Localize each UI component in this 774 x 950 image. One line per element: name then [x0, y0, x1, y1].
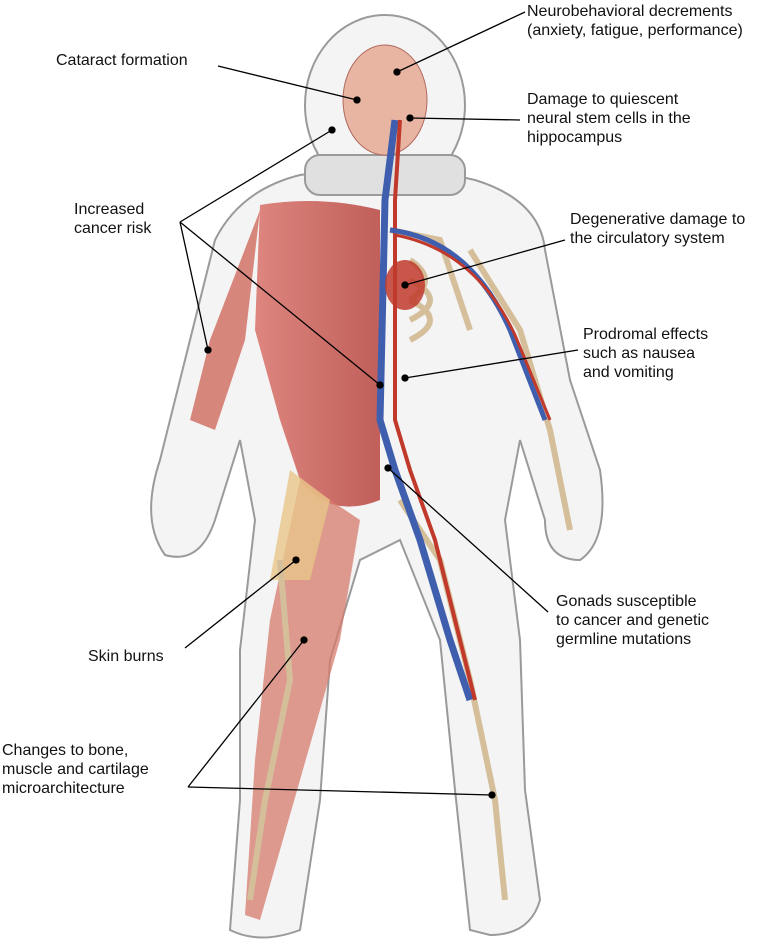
artery	[393, 119, 477, 701]
leader-lines	[179, 11, 579, 799]
label-cataract: Cataract formation	[56, 52, 188, 69]
label-gonads: Gonads susceptible to cancer and genetic…	[556, 593, 709, 648]
leg-muscles	[245, 480, 360, 920]
skin-burn-area	[270, 470, 330, 580]
label-prodromal: Prodromal effects such as nausea and vom…	[583, 326, 709, 381]
head	[342, 44, 428, 156]
label-bone-muscle: Changes to bone, muscle and cartilage mi…	[2, 742, 149, 797]
torso-muscles	[255, 201, 380, 507]
vein	[376, 119, 474, 702]
arm-vein	[389, 227, 548, 421]
arm-artery	[394, 233, 552, 421]
label-neural-stem-cells: Damage to quiescent neural stem cells in…	[527, 91, 691, 146]
label-neurobehavioral: Neurobehavioral decrements (anxiety, fat…	[527, 3, 743, 39]
label-skin-burns: Skin burns	[88, 648, 164, 665]
label-cancer-risk: Increased cancer risk	[74, 201, 152, 237]
arm-muscles	[190, 210, 260, 430]
label-circulatory: Degenerative damage to the circulatory s…	[570, 211, 746, 247]
